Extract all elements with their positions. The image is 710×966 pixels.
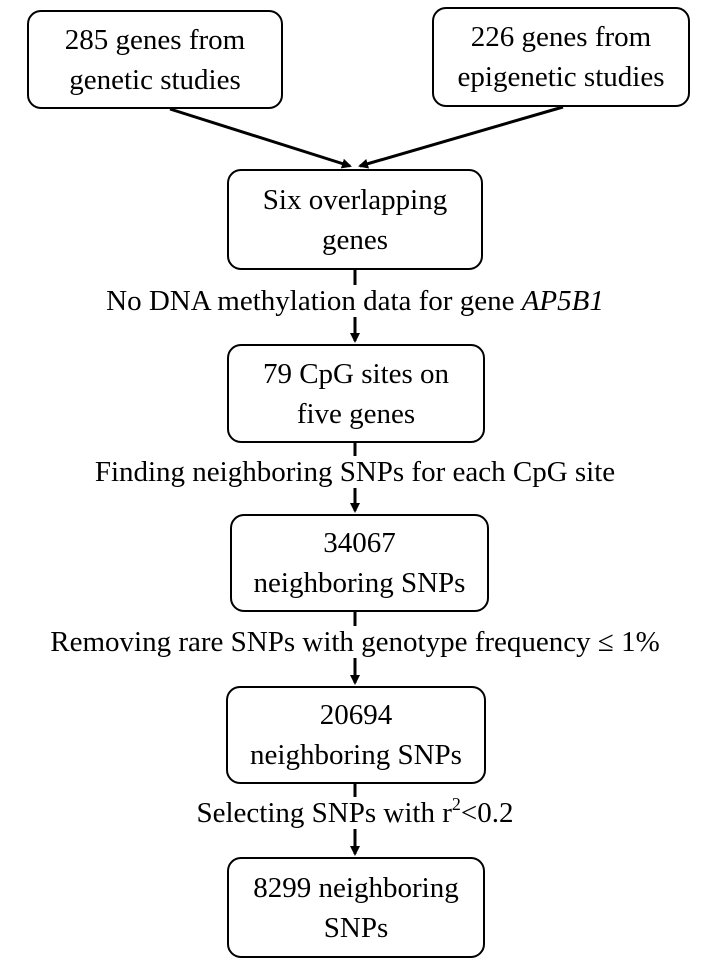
epigenetic-box-line2: epigenetic studies [457, 61, 665, 93]
overlap-box-line1: Six overlapping [262, 183, 448, 216]
step-no-methylation-label: No DNA methylation data for gene AP5B1 [0, 284, 710, 318]
snps-8299-line1: 8299 neighboring [253, 871, 459, 904]
epigenetic-studies-box: 226 genes from epigenetic studies [432, 7, 690, 107]
gene-name: AP5B1 [521, 285, 604, 317]
genetic-box-line2: genetic studies [69, 63, 241, 96]
neighboring-snps-8299-box: 8299 neighboring SNPs [227, 857, 485, 958]
arrow-genetic-to-overlap [169, 107, 352, 169]
snps-8299-line2: SNPs [323, 911, 389, 944]
epigenetic-box-line1: 226 genes from [470, 21, 652, 53]
step-finding-label: Finding neighboring SNPs for each CpG si… [0, 455, 710, 489]
step-removing-label: Removing rare SNPs with genotype frequen… [0, 625, 710, 659]
selecting-superscript: 2 [451, 794, 461, 814]
genetic-box-line1: 285 genes from [64, 23, 246, 56]
overlapping-genes-box: Six overlapping genes [227, 169, 483, 270]
arrow-epigenetic-to-overlap [358, 105, 564, 169]
cpg-sites-box: 79 CpG sites on five genes [227, 344, 485, 443]
neighboring-snps-20694-box: 20694 neighboring SNPs [226, 686, 486, 784]
snps-34067-line2: neighboring SNPs [253, 567, 466, 599]
neighboring-snps-34067-box: 34067 neighboring SNPs [230, 514, 489, 612]
step-selecting-label: Selecting SNPs with r2<0.2 [0, 794, 710, 830]
cpg-box-line1: 79 CpG sites on [262, 357, 450, 390]
selecting-prefix: Selecting SNPs with r [196, 797, 452, 829]
removing-text: Removing rare SNPs with genotype frequen… [49, 626, 661, 658]
selecting-suffix: <0.2 [460, 797, 514, 829]
finding-text: Finding neighboring SNPs for each CpG si… [93, 456, 617, 488]
genetic-studies-box: 285 genes from genetic studies [27, 10, 283, 109]
snps-34067-line1: 34067 [323, 527, 396, 559]
cpg-box-line2: five genes [296, 397, 416, 430]
overlap-box-line2: genes [321, 223, 389, 256]
snps-20694-line2: neighboring SNPs [250, 739, 462, 771]
snps-20694-line1: 20694 [319, 699, 393, 731]
no-methylation-text: No DNA methylation data for gene [106, 285, 522, 317]
